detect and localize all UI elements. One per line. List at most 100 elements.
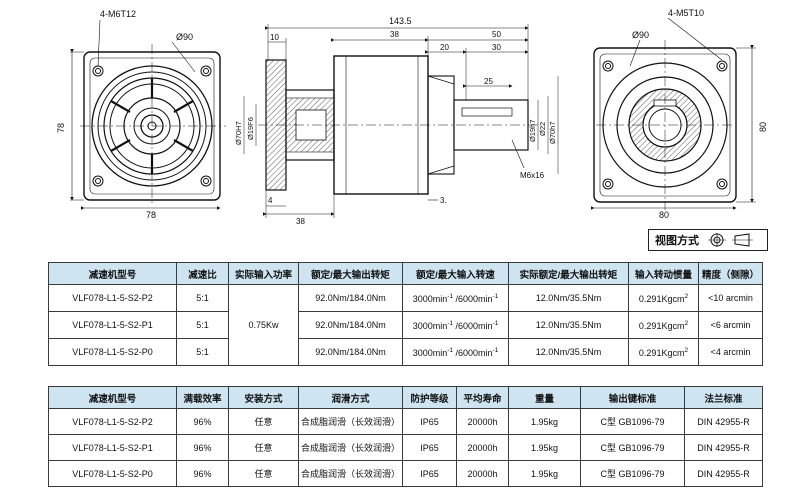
table-row: VLF078-L1-5-S2-P0 96% 任意 合成脂润滑（长效润滑） IP6…: [48, 460, 763, 487]
dim-total-length: 143.5: [389, 16, 412, 26]
table1-header: 输入转动惯量: [628, 262, 699, 285]
dim-25: 25: [484, 77, 493, 86]
cell-lubrication: 合成脂润滑（长效润滑）: [298, 460, 403, 487]
cell-speed: 3000min-1 /6000min-1: [402, 311, 509, 339]
cell-key: C型 GB1096-79: [580, 408, 685, 435]
table-row: VLF078-L1-5-S2-P1 5:1 92.0Nm/184.0Nm 300…: [48, 311, 763, 339]
cell-mounting: 任意: [228, 408, 299, 435]
cell-mounting: 任意: [228, 460, 299, 487]
dim-rear-pcd: Ø90: [632, 30, 649, 40]
table1-header: 精度（侧隙）: [698, 262, 763, 285]
table2-header: 安装方式: [228, 386, 299, 409]
cell-key: C型 GB1096-79: [580, 434, 685, 461]
cell-protection: IP65: [402, 434, 457, 461]
dim-50: 50: [492, 30, 501, 39]
side-view: [243, 24, 559, 218]
dim-4: 4: [268, 196, 273, 205]
table2-header: 满载效率: [176, 386, 229, 409]
cell-real-torque: 12.0Nm/35.5Nm: [508, 284, 629, 312]
cell-speed: 3000min-1 /6000min-1: [402, 284, 509, 312]
dim-bore-19f6: Ø19F6: [246, 117, 255, 140]
cell-life: 20000h: [456, 460, 509, 487]
dim-spigot-70h7: Ø70h7: [548, 121, 557, 144]
dim-30: 30: [492, 43, 501, 52]
cell-model: VLF078-L1-5-S2-P1: [48, 311, 177, 339]
dim-shaft-19h7: Ø19h7: [528, 119, 537, 142]
cell-power: 0.75Kw: [228, 284, 299, 366]
dim-flange-thickness: 10: [270, 33, 279, 42]
cell-inertia: 0.291Kgcm2: [628, 338, 699, 366]
front-view: [70, 19, 226, 210]
table1-header: 额定/最大输出转矩: [298, 262, 403, 285]
cell-efficiency: 96%: [176, 408, 229, 435]
cell-weight: 1.95kg: [508, 434, 581, 461]
cell-precision: <10 arcmin: [698, 284, 763, 312]
cell-inertia: 0.291Kgcm2: [628, 311, 699, 339]
cell-protection: IP65: [402, 408, 457, 435]
general-spec-table: 减速机型号 满载效率 安装方式 润滑方式 防护等级 平均寿命 重量 输出键标准 …: [48, 386, 763, 487]
cell-efficiency: 96%: [176, 460, 229, 487]
cell-lubrication: 合成脂润滑（长效润滑）: [298, 408, 403, 435]
table1-header: 减速比: [176, 262, 229, 285]
cell-model: VLF078-L1-5-S2-P0: [48, 460, 177, 487]
dim-3: 3.: [440, 196, 447, 205]
cell-torque: 92.0Nm/184.0Nm: [298, 338, 403, 366]
cell-flange: DIN 42955-R: [684, 408, 763, 435]
dim-front-bolt: 4-M6T12: [100, 9, 136, 19]
dim-38-top: 38: [390, 30, 399, 39]
cell-weight: 1.95kg: [508, 460, 581, 487]
dim-front-width: 78: [146, 210, 156, 220]
table2-header: 减速机型号: [48, 386, 177, 409]
technical-drawing: 4-M6T12 Ø90 78 78: [56, 8, 768, 226]
cell-lubrication: 合成脂润滑（长效润滑）: [298, 434, 403, 461]
cell-speed: 3000min-1 /6000min-1: [402, 338, 509, 366]
dim-rear-bolt: 4-M5T10: [668, 8, 704, 18]
view-mode-label: 视图方式: [655, 235, 699, 247]
table1-header: 实际额定/最大输出转矩: [508, 262, 629, 285]
table2-header: 输出键标准: [580, 386, 685, 409]
table2-header-row: 减速机型号 满载效率 安装方式 润滑方式 防护等级 平均寿命 重量 输出键标准 …: [48, 386, 763, 409]
performance-spec-table: 减速机型号 减速比 实际输入功率 额定/最大输出转矩 额定/最大输入转速 实际额…: [48, 262, 763, 366]
cell-model: VLF078-L1-5-S2-P2: [48, 284, 177, 312]
cell-ratio: 5:1: [176, 311, 229, 339]
cell-weight: 1.95kg: [508, 408, 581, 435]
table1-header: 实际输入功率: [228, 262, 299, 285]
view-mode-legend: 视图方式: [648, 229, 768, 251]
cell-torque: 92.0Nm/184.0Nm: [298, 311, 403, 339]
dim-front-pcd: Ø90: [176, 32, 193, 42]
table2-header: 法兰标准: [684, 386, 763, 409]
dim-rear-width: 80: [659, 210, 669, 220]
table1-header: 减速机型号: [48, 262, 177, 285]
cell-life: 20000h: [456, 434, 509, 461]
cell-ratio: 5:1: [176, 284, 229, 312]
table1-header: 额定/最大输入转速: [402, 262, 509, 285]
dim-thread-m6x16: M6x16: [520, 171, 545, 180]
dim-38-bottom: 38: [296, 217, 305, 226]
table1-header-row: 减速机型号 减速比 实际输入功率 额定/最大输出转矩 额定/最大输入转速 实际额…: [48, 262, 763, 285]
table2-header: 防护等级: [402, 386, 457, 409]
cell-flange: DIN 42955-R: [684, 434, 763, 461]
cell-flange: DIN 42955-R: [684, 460, 763, 487]
cell-life: 20000h: [456, 408, 509, 435]
cell-mounting: 任意: [228, 434, 299, 461]
cell-real-torque: 12.0Nm/35.5Nm: [508, 311, 629, 339]
rear-view: [591, 17, 756, 210]
cell-key: C型 GB1096-79: [580, 460, 685, 487]
dim-20: 20: [440, 43, 449, 52]
cell-protection: IP65: [402, 460, 457, 487]
table-row: VLF078-L1-5-S2-P2 5:1 0.75Kw 92.0Nm/184.…: [48, 284, 763, 366]
table2-header: 润滑方式: [298, 386, 403, 409]
table-row: VLF078-L1-5-S2-P0 5:1 92.0Nm/184.0Nm 300…: [48, 338, 763, 366]
dim-shaft-22: Ø22: [538, 122, 547, 136]
cell-real-torque: 12.0Nm/35.5Nm: [508, 338, 629, 366]
cell-torque: 92.0Nm/184.0Nm: [298, 284, 403, 312]
first-angle-projection-icon: [708, 233, 753, 247]
dim-front-height: 78: [56, 123, 66, 133]
cell-precision: <4 arcmin: [698, 338, 763, 366]
cell-model: VLF078-L1-5-S2-P0: [48, 338, 177, 366]
table-row: VLF078-L1-5-S2-P2 96% 任意 合成脂润滑（长效润滑） IP6…: [48, 408, 763, 435]
table2-header: 平均寿命: [456, 386, 509, 409]
dim-rear-height: 80: [758, 122, 768, 132]
table2-header: 重量: [508, 386, 581, 409]
dim-bore-70h7: Ø70H7: [234, 121, 243, 145]
